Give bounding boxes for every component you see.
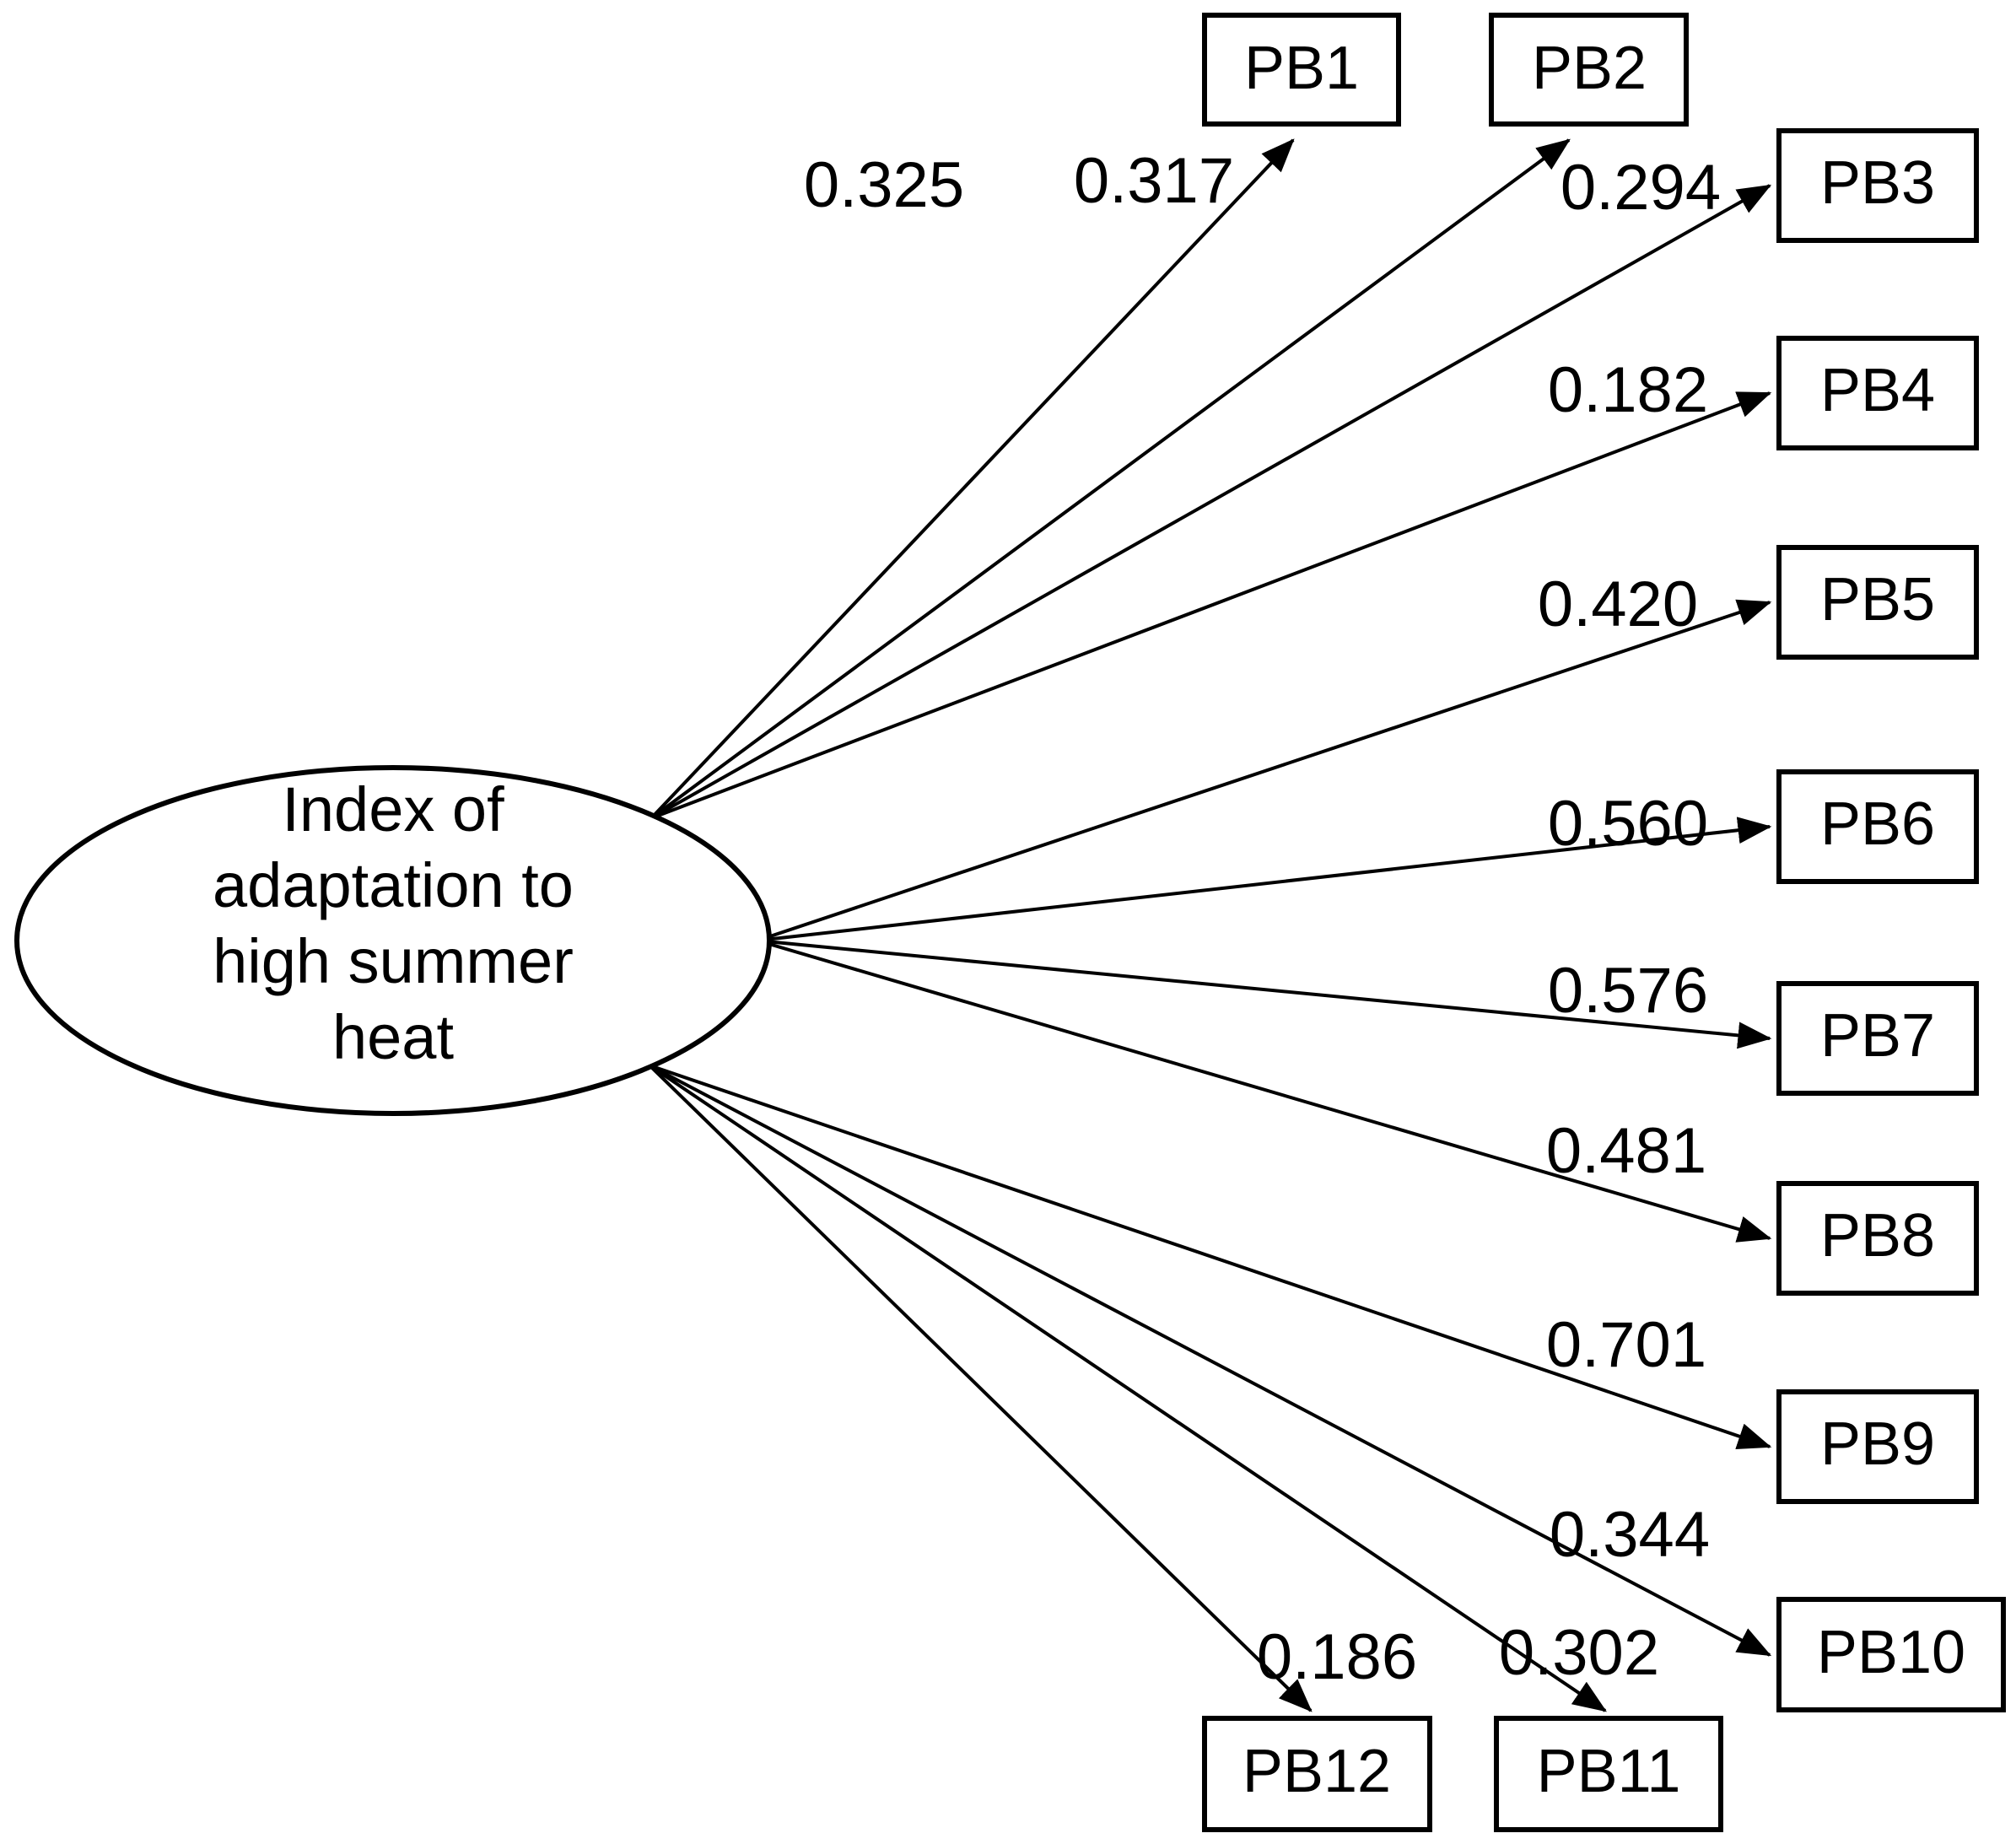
indicator-label-pb4: PB4 [1820, 357, 1935, 424]
coefficient-label-pb7: 0.576 [1548, 955, 1708, 1027]
indicator-label-pb2: PB2 [1532, 35, 1647, 102]
coefficient-label-pb1: 0.325 [804, 149, 964, 221]
indicator-node-pb11[interactable]: PB11 [1494, 1716, 1723, 1832]
path-arrow-pb4 [650, 391, 1772, 820]
indicator-box-pb9 [1776, 1389, 1979, 1504]
latent-label-line-4: heat [332, 1002, 454, 1072]
indicator-box-pb11 [1494, 1716, 1723, 1832]
indicator-label-pb9: PB9 [1820, 1410, 1935, 1478]
indicator-box-pb10 [1776, 1597, 2006, 1712]
indicator-node-pb9[interactable]: PB9 [1776, 1389, 1979, 1504]
path-arrow-pb7 [757, 939, 1772, 1049]
indicator-label-pb12: PB12 [1242, 1738, 1391, 1805]
coefficient-label-pb5: 0.420 [1538, 569, 1698, 640]
path-arrow-pb6 [757, 817, 1772, 942]
coefficient-label-pb8: 0.481 [1546, 1115, 1706, 1187]
indicator-box-pb2 [1489, 13, 1689, 127]
coefficient-label-pb6: 0.560 [1548, 788, 1708, 860]
indicator-box-pb12 [1202, 1716, 1432, 1832]
indicator-label-pb8: PB8 [1820, 1202, 1935, 1270]
indicator-label-pb3: PB3 [1820, 149, 1935, 217]
coefficient-label-pb10: 0.344 [1550, 1499, 1710, 1571]
indicator-label-pb1: PB1 [1244, 35, 1359, 102]
indicator-node-pb2[interactable]: PB2 [1489, 13, 1689, 127]
indicator-box-pb6 [1776, 769, 1979, 884]
latent-ellipse-shape [14, 765, 772, 1116]
indicator-box-pb7 [1776, 981, 1979, 1096]
coefficient-label-pb4: 0.182 [1548, 354, 1708, 426]
coefficient-label-pb3: 0.294 [1561, 152, 1721, 224]
path-arrow-pb9 [649, 1064, 1772, 1450]
indicator-node-pb12[interactable]: PB12 [1202, 1716, 1432, 1832]
coefficient-label-pb12: 0.186 [1257, 1621, 1417, 1693]
latent-label-line-2: adaptation to [213, 850, 574, 920]
path-arrow-pb3 [650, 184, 1772, 820]
indicator-box-pb3 [1776, 128, 1979, 243]
latent-variable-node[interactable]: Index of adaptation to high summer heat [14, 765, 772, 1116]
coefficient-label-pb9: 0.701 [1546, 1309, 1706, 1381]
path-arrow-pb5 [757, 599, 1772, 942]
indicator-label-pb5: PB5 [1820, 566, 1935, 634]
indicator-label-pb7: PB7 [1820, 1002, 1935, 1070]
indicator-node-pb1[interactable]: PB1 [1202, 13, 1401, 127]
indicator-node-pb4[interactable]: PB4 [1776, 336, 1979, 450]
latent-label-line-3: high summer [213, 926, 574, 996]
indicator-box-pb5 [1776, 545, 1979, 660]
indicator-box-pb4 [1776, 336, 1979, 450]
indicator-box-pb1 [1202, 13, 1401, 127]
path-arrows [648, 138, 1772, 1712]
indicator-label-pb11: PB11 [1537, 1738, 1681, 1805]
path-arrow-pb8 [757, 939, 1772, 1243]
path-arrow-pb2 [650, 138, 1571, 820]
indicator-node-pb5[interactable]: PB5 [1776, 545, 1979, 660]
coefficient-label-pb2: 0.317 [1074, 145, 1234, 217]
indicator-node-pb6[interactable]: PB6 [1776, 769, 1979, 884]
path-arrow-pb12 [648, 1064, 1313, 1712]
indicator-node-pb8[interactable]: PB8 [1776, 1181, 1979, 1296]
indicator-box-pb8 [1776, 1181, 1979, 1296]
indicator-node-pb10[interactable]: PB10 [1776, 1597, 2006, 1712]
latent-label-line-1: Index of [282, 774, 504, 844]
path-arrow-pb1 [650, 138, 1295, 820]
indicator-node-pb7[interactable]: PB7 [1776, 981, 1979, 1096]
indicator-label-pb10: PB10 [1817, 1619, 1965, 1686]
coefficient-label-pb11: 0.302 [1499, 1617, 1659, 1689]
path-arrow-pb11 [648, 1064, 1607, 1712]
indicator-node-pb3[interactable]: PB3 [1776, 128, 1979, 243]
path-arrow-pb10 [649, 1064, 1772, 1657]
coefficient-labels: 0.325 0.317 0.294 0.182 0.420 0.560 0.57… [804, 145, 1721, 1693]
indicator-label-pb6: PB6 [1820, 790, 1935, 858]
